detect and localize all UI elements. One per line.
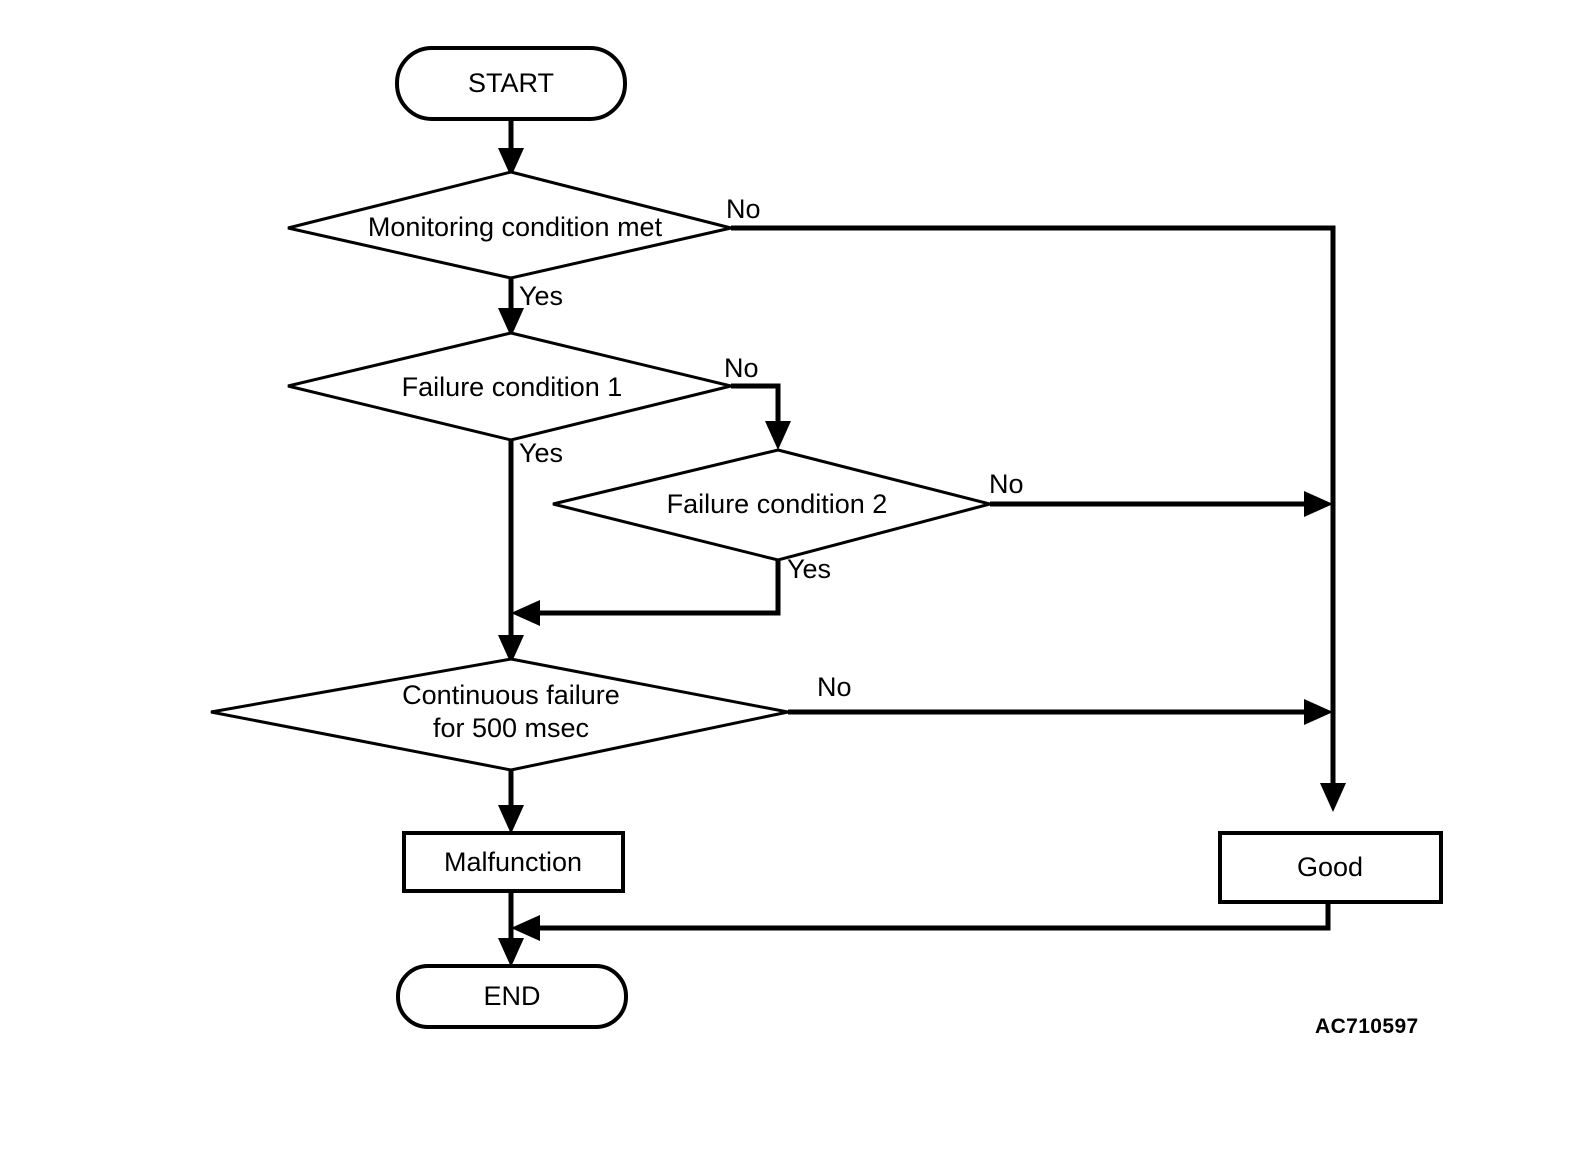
branch-label-monitoring-yes: Yes [519, 281, 563, 311]
node-fail2-label: Failure condition 2 [667, 489, 888, 519]
node-continuous-label-line2: for 500 msec [433, 713, 589, 743]
branch-label-continuous-no: No [817, 672, 852, 702]
node-good-label: Good [1297, 852, 1363, 882]
node-malfunction-label: Malfunction [444, 847, 582, 877]
arrowhead-icon [498, 635, 524, 664]
arrowhead-icon [498, 308, 524, 337]
arrowhead-icon [511, 600, 540, 626]
edge-continuous-no [788, 699, 1333, 725]
node-monitoring-label: Monitoring condition met [368, 212, 663, 242]
node-good[interactable]: Good [1218, 831, 1443, 904]
node-failure-condition-1[interactable]: Failure condition 1 [287, 331, 732, 442]
arrowhead-icon [1320, 783, 1346, 812]
reference-label: AC710597 [1315, 1015, 1419, 1038]
node-end-label: END [483, 981, 540, 1011]
edge-monitoring-no [731, 225, 1346, 812]
arrowhead-icon [765, 421, 791, 450]
arrowhead-icon [498, 938, 524, 967]
edge-monitoring-yes [498, 278, 524, 337]
edge-malfunction-to-end [498, 890, 524, 967]
node-end[interactable]: END [396, 964, 628, 1029]
branch-label-monitoring-no: No [726, 194, 761, 224]
branch-label-fail1-no: No [724, 353, 759, 383]
arrowhead-icon [498, 805, 524, 834]
arrowhead-icon [498, 148, 524, 177]
arrowhead-icon [511, 915, 540, 941]
edge-fail1-no [731, 383, 791, 450]
node-failure-condition-2[interactable]: Failure condition 2 [552, 448, 996, 562]
node-start-label: START [468, 68, 554, 98]
node-fail1-label: Failure condition 1 [402, 372, 623, 402]
branch-label-fail2-no: No [989, 469, 1024, 499]
node-monitoring-condition-met[interactable]: Monitoring condition met [287, 170, 732, 280]
arrowhead-icon [1304, 491, 1333, 517]
branch-label-fail2-yes: Yes [787, 554, 831, 584]
edge-good-to-end [511, 902, 1331, 941]
node-continuous-label-line1: Continuous failure [402, 680, 620, 710]
edge-start-to-monitoring [498, 118, 524, 177]
edge-fail1-yes [498, 440, 524, 664]
edge-fail2-yes [511, 560, 781, 626]
edge-fail2-no [990, 491, 1333, 517]
node-malfunction[interactable]: Malfunction [402, 831, 625, 893]
branch-label-fail1-yes: Yes [519, 438, 563, 468]
arrowhead-icon [1304, 699, 1333, 725]
node-continuous-failure[interactable]: Continuous failure for 500 msec [210, 657, 789, 772]
edge-continuous-to-malfunction [498, 770, 524, 834]
node-start[interactable]: START [395, 46, 627, 121]
